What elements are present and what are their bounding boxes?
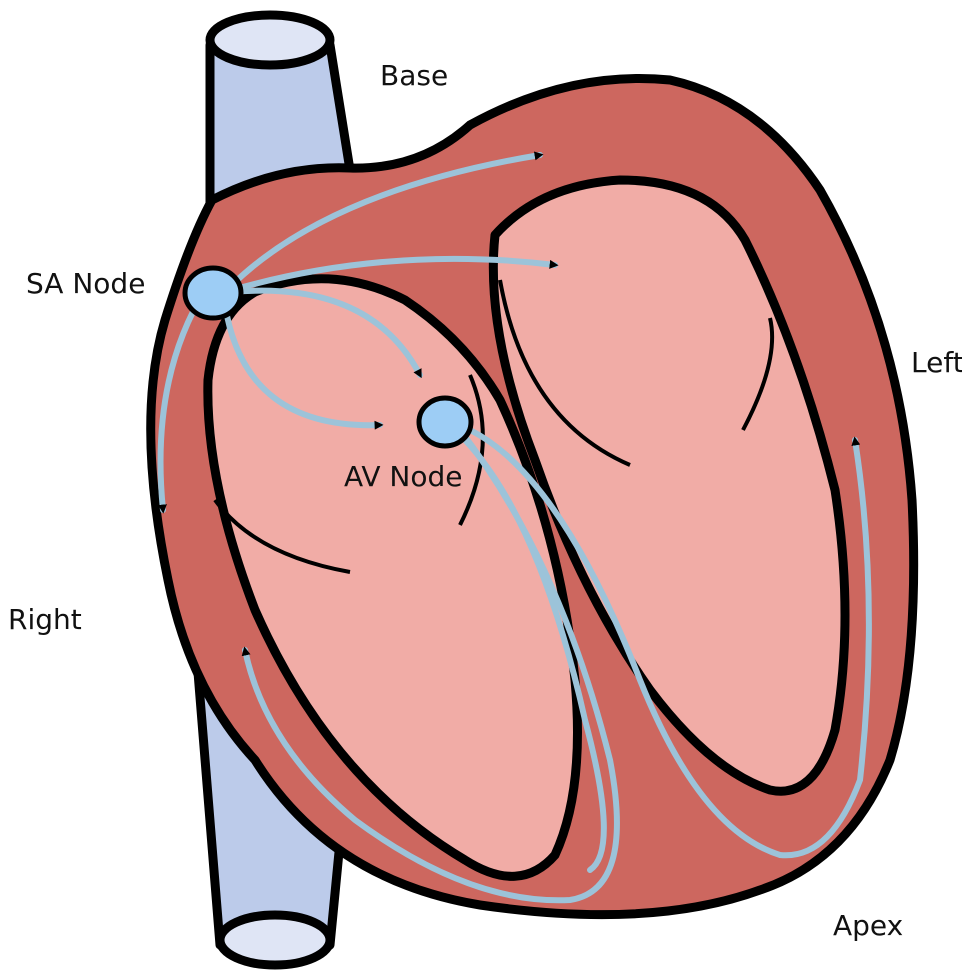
label-sa-node: SA Node [26,270,145,298]
sa-node [185,268,241,318]
label-left: Left [911,349,962,377]
label-base: Base [380,62,448,90]
label-av-node: AV Node [344,463,463,491]
label-apex: Apex [833,912,903,940]
av-node [419,398,471,446]
label-right: Right [8,606,82,634]
